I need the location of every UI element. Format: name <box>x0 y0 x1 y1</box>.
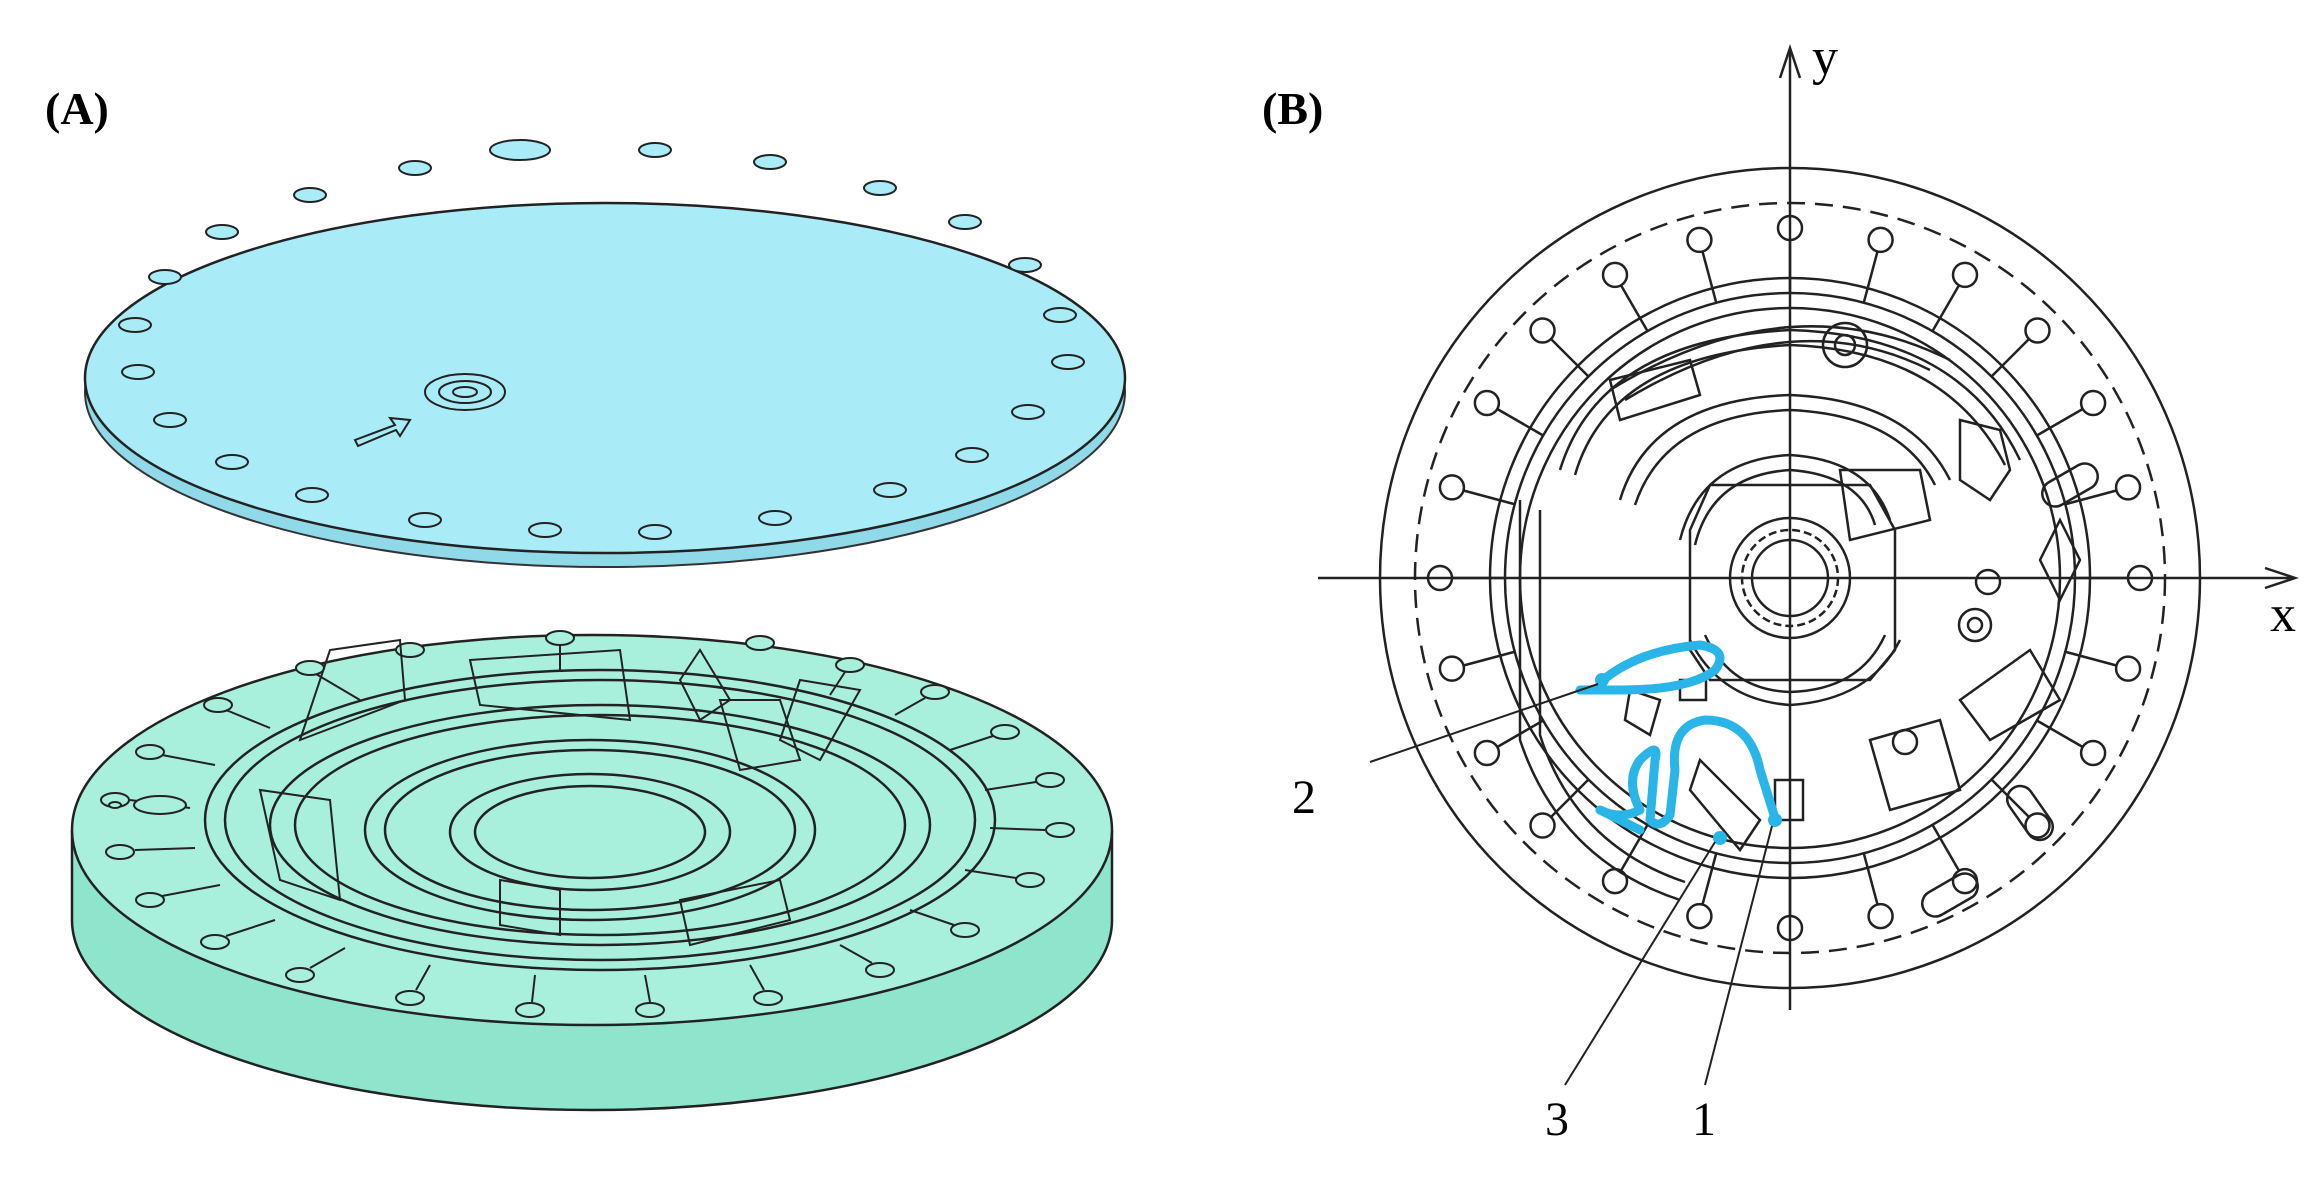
rim-port-spoke <box>1931 284 1961 332</box>
rim-port-spoke <box>1862 852 1879 905</box>
base-plate <box>70 630 1114 1112</box>
rim-port-spoke <box>1550 338 1590 378</box>
callout-2: 2 <box>1292 771 1316 824</box>
axes <box>1318 44 2299 1010</box>
rim-port-spoke <box>1701 852 1718 905</box>
y-axis-arrowhead <box>1778 44 1802 79</box>
rim-port-spoke <box>1619 284 1649 332</box>
panel-a-label: (A) <box>45 83 109 134</box>
rim-port-hole <box>1438 655 1466 682</box>
highlighted-channels <box>1575 640 1780 835</box>
rim-port-hole <box>2024 812 2051 839</box>
rim-port-spoke <box>1990 778 2030 818</box>
rim-port-spoke <box>1463 489 1516 506</box>
rim-port-hole <box>2079 389 2107 417</box>
rim-port-hole <box>1867 902 1894 930</box>
rim-port-spoke <box>1990 338 2030 378</box>
rim-port-hole <box>2114 474 2142 501</box>
y-axis-label: y <box>1812 29 1838 86</box>
rim-port-hole <box>2079 739 2107 767</box>
x-axis-label: x <box>2270 586 2296 643</box>
callout-leaders <box>1369 683 1773 1086</box>
rim-port-spoke <box>2036 719 2084 749</box>
rim-port-hole <box>1686 902 1713 930</box>
rim-port-hole <box>1473 389 1501 417</box>
callout-1: 1 <box>1692 1093 1716 1146</box>
rim-ports <box>1426 214 2154 942</box>
leader-1 <box>1704 825 1773 1086</box>
rim-port-spoke <box>1701 251 1718 304</box>
panel-b-label: (B) <box>1262 83 1324 134</box>
rim-port-hole <box>1686 226 1713 254</box>
rim-port-hole <box>2114 655 2142 682</box>
rim-port-hole <box>1438 474 1466 501</box>
rim-port-hole <box>1473 739 1501 767</box>
rim-port-spoke <box>2064 650 2117 667</box>
rim-port-hole <box>1951 261 1979 289</box>
leader-2 <box>1369 683 1599 763</box>
rim-port-hole <box>1601 261 1629 289</box>
rim-port-spoke <box>2064 489 2117 506</box>
rim-port-hole <box>1529 812 1556 839</box>
rim-port-spoke <box>1496 407 1544 437</box>
rim-port-spoke <box>1931 824 1961 872</box>
lid-plate <box>83 139 1127 568</box>
callout-3: 3 <box>1545 1093 1569 1146</box>
x-axis-arrowhead <box>2264 566 2299 590</box>
rim-port-spoke <box>2036 407 2084 437</box>
channel-endpoints <box>1595 673 1782 845</box>
rim-port-hole <box>2024 317 2051 344</box>
panel-a-drawing <box>70 139 1127 1112</box>
rim-port-spoke <box>1463 650 1516 667</box>
rim-port-hole <box>1529 317 1556 344</box>
leader-3 <box>1564 841 1716 1086</box>
rim-port-spoke <box>1862 251 1879 304</box>
rim-port-hole <box>1867 226 1894 254</box>
